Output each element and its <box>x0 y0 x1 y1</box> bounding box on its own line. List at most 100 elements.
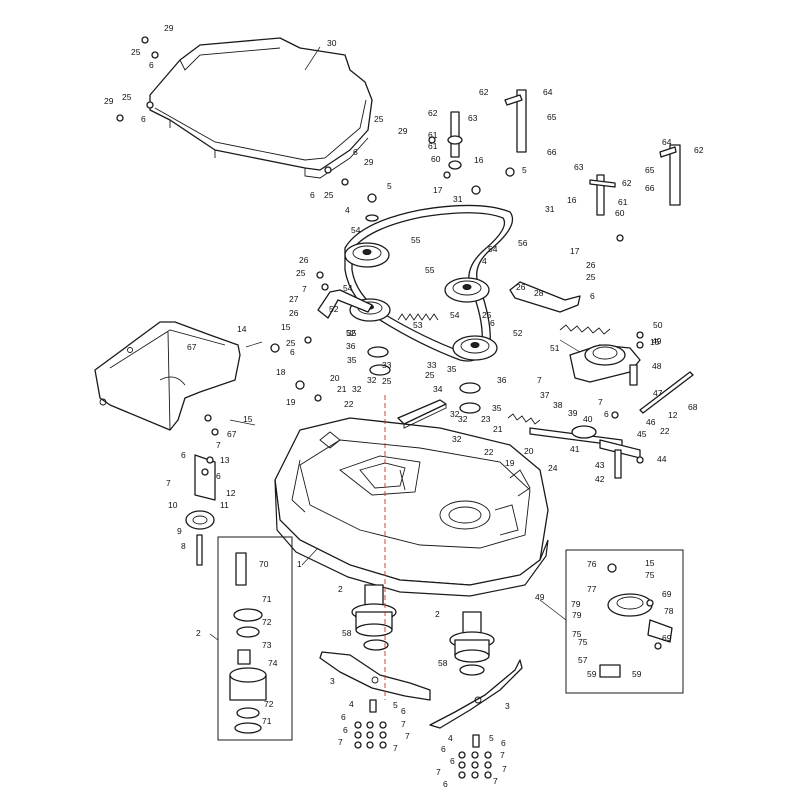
leader-lines <box>209 46 581 641</box>
callout-4: 4 <box>349 699 354 709</box>
callout-6: 6 <box>353 147 358 157</box>
pin-assembly-center <box>447 111 463 170</box>
callout-62: 62 <box>694 145 704 155</box>
callout-35: 35 <box>347 355 357 365</box>
pin-assembly-right <box>659 144 681 206</box>
callout-20: 20 <box>330 373 340 383</box>
callout-labels: 29 25 6 30 29 25 6 25 29 6 29 6 25 5 4 5… <box>104 23 704 789</box>
callout-2: 2 <box>196 628 201 638</box>
callout-11: 11 <box>220 500 229 510</box>
pin-assembly-mid <box>589 174 616 216</box>
callout-5: 5 <box>387 181 392 191</box>
bracket-34 <box>397 399 447 429</box>
callout-26: 26 <box>289 308 299 318</box>
callout-52: 52 <box>329 304 339 314</box>
callout-6: 6 <box>341 712 346 722</box>
callout-60: 60 <box>615 208 625 218</box>
callout-54: 54 <box>343 283 353 293</box>
callout-7: 7 <box>537 375 542 385</box>
callout-64: 64 <box>662 137 672 147</box>
callout-16: 16 <box>474 155 484 165</box>
callout-24: 24 <box>548 463 558 473</box>
callout-6: 6 <box>490 318 495 328</box>
callout-5: 5 <box>522 165 527 175</box>
blade-hardware-left <box>354 699 387 749</box>
callout-62: 62 <box>622 178 632 188</box>
callout-58: 58 <box>342 628 352 638</box>
callout-6: 6 <box>443 779 448 789</box>
callout-52: 52 <box>346 328 356 338</box>
callout-41: 41 <box>570 444 580 454</box>
callout-54: 54 <box>488 244 498 254</box>
callout-71: 71 <box>262 594 272 604</box>
callout-2: 2 <box>435 609 440 619</box>
callout-29: 29 <box>164 23 174 33</box>
callout-25: 25 <box>482 310 492 320</box>
callout-28: 28 <box>534 288 544 298</box>
idler-detail-inset <box>565 549 684 694</box>
callout-16: 16 <box>567 195 577 205</box>
callout-76: 76 <box>587 559 597 569</box>
callout-15: 15 <box>243 414 253 424</box>
callout-75: 75 <box>578 637 588 647</box>
callout-25: 25 <box>374 114 384 124</box>
mower-deck <box>274 417 549 597</box>
callout-6: 6 <box>441 744 446 754</box>
callout-32: 32 <box>367 375 377 385</box>
callout-38: 38 <box>553 400 563 410</box>
callout-31: 31 <box>453 194 463 204</box>
callout-7: 7 <box>216 440 221 450</box>
idler-arm-right <box>509 281 581 313</box>
callout-20: 20 <box>524 446 534 456</box>
callout-69: 69 <box>662 589 672 599</box>
callout-58: 58 <box>438 658 448 668</box>
callout-7: 7 <box>500 750 505 760</box>
callout-59: 59 <box>587 669 597 679</box>
callout-44: 44 <box>657 454 667 464</box>
callout-72: 72 <box>264 699 274 709</box>
callout-66: 66 <box>547 147 557 157</box>
callout-78: 78 <box>664 606 674 616</box>
pulley-left <box>344 242 390 268</box>
callout-56: 56 <box>518 238 528 248</box>
callout-12: 12 <box>668 410 678 420</box>
callout-36: 36 <box>346 341 356 351</box>
callout-13: 13 <box>220 455 230 465</box>
callout-45: 45 <box>637 429 647 439</box>
callout-3: 3 <box>505 701 510 711</box>
callout-14: 14 <box>237 324 247 334</box>
spindle-left <box>351 584 397 637</box>
callout-3: 3 <box>330 676 335 686</box>
rod-68 <box>639 371 694 414</box>
callout-30: 30 <box>327 38 337 48</box>
callout-61: 61 <box>428 130 438 140</box>
callout-9: 9 <box>177 526 182 536</box>
callout-6: 6 <box>310 190 315 200</box>
callout-7: 7 <box>166 478 171 488</box>
callout-29: 29 <box>364 157 374 167</box>
callout-19: 19 <box>505 458 515 468</box>
callout-6: 6 <box>181 450 186 460</box>
callout-59: 59 <box>632 669 642 679</box>
callout-47: 47 <box>653 388 663 398</box>
callout-15: 15 <box>650 337 660 347</box>
callout-12: 12 <box>226 488 236 498</box>
callout-27: 27 <box>289 294 299 304</box>
callout-26: 26 <box>299 255 309 265</box>
callout-65: 65 <box>645 165 655 175</box>
callout-2: 2 <box>338 584 343 594</box>
callout-46: 46 <box>646 417 656 427</box>
callout-21: 21 <box>337 384 347 394</box>
callout-5: 5 <box>489 733 494 743</box>
callout-75: 75 <box>572 629 582 639</box>
callout-6: 6 <box>141 114 146 124</box>
callout-15: 15 <box>645 558 655 568</box>
callout-4: 4 <box>482 256 487 266</box>
pulley-right <box>444 277 490 303</box>
callout-77: 77 <box>587 584 597 594</box>
callout-32: 32 <box>458 414 468 424</box>
blade-hardware-right <box>458 734 492 779</box>
idler-arm-left <box>317 289 373 319</box>
